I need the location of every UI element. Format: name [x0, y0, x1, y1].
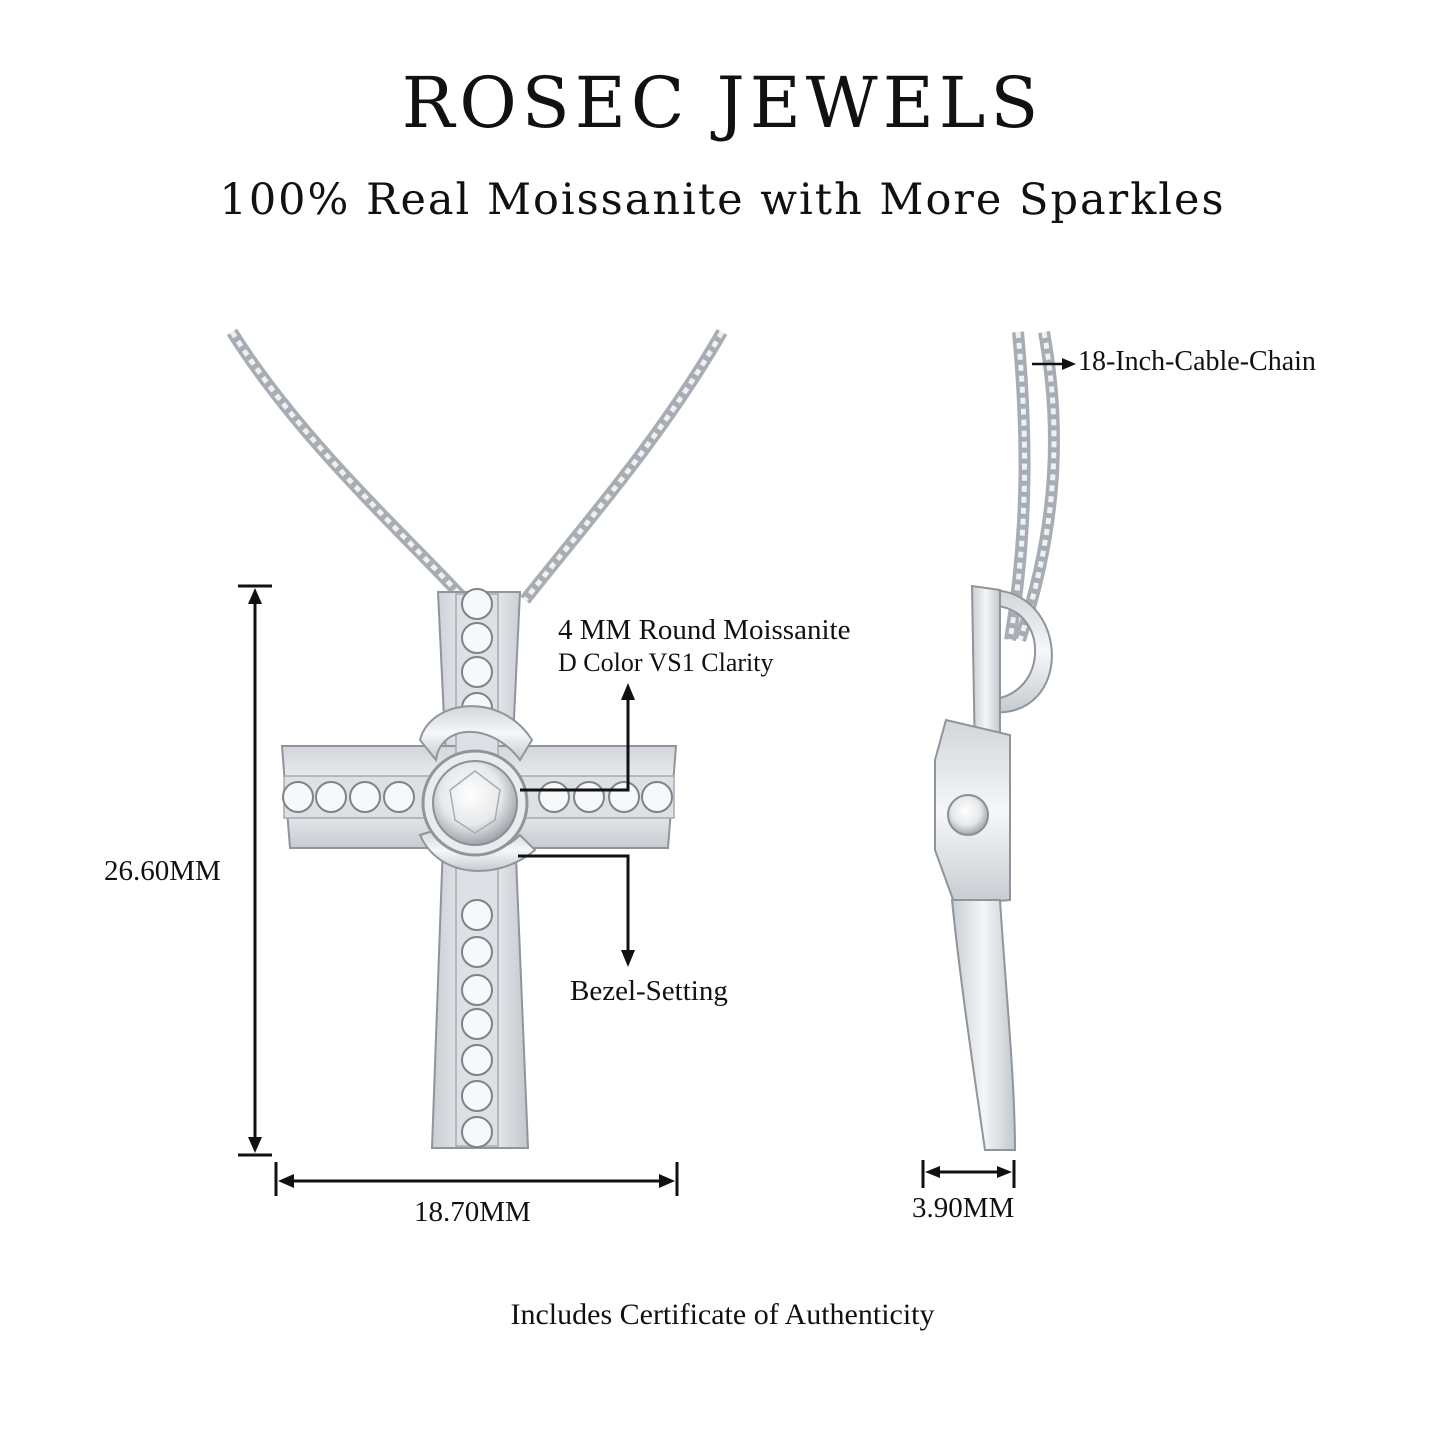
height-label: 26.60MM: [104, 855, 221, 887]
brand-title: ROSEC JEWELS: [401, 62, 1044, 144]
certificate-note: Includes Certificate of Authenticity: [510, 1298, 935, 1331]
side-chain: [1004, 330, 1060, 642]
callout-lines: [518, 683, 635, 967]
cross-pendant-side: [934, 584, 1053, 1151]
cross-pendant-front: [280, 588, 678, 1149]
width-dimension: [274, 1162, 679, 1196]
stone-grade-label: D Color VS1 Clarity: [558, 648, 774, 677]
front-chain: [226, 328, 728, 605]
tagline: 100% Real Moissanite with More Sparkles: [219, 175, 1226, 225]
stone-size-label: 4 MM Round Moissanite: [558, 614, 851, 646]
height-dimension: [238, 584, 272, 1157]
depth-label: 3.90MM: [912, 1192, 1015, 1224]
chain-callout: [1032, 358, 1076, 370]
width-label: 18.70MM: [414, 1196, 531, 1228]
depth-dimension: [921, 1160, 1016, 1188]
setting-label: Bezel-Setting: [570, 975, 728, 1007]
chain-label: 18-Inch-Cable-Chain: [1078, 346, 1316, 377]
